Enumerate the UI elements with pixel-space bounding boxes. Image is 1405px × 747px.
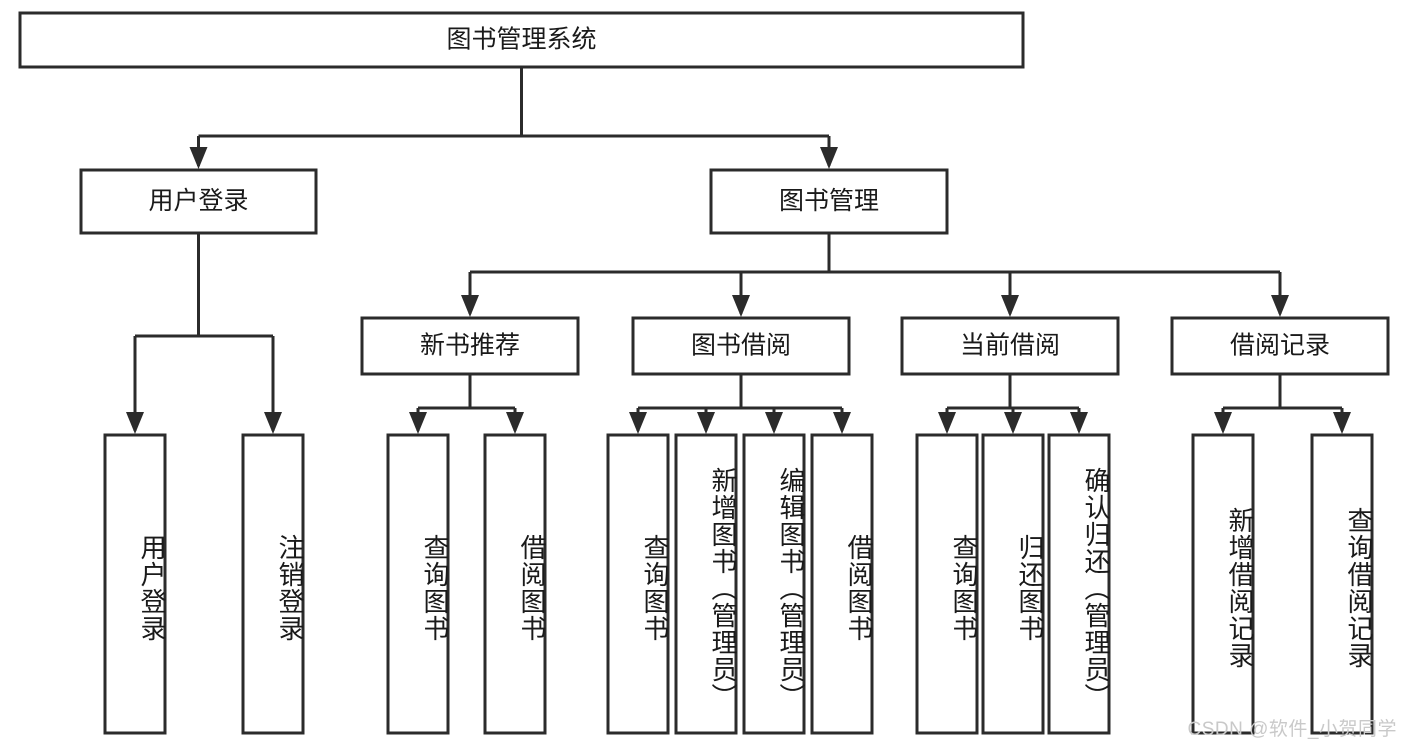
arrow-head-icon-leaf-return-book (1004, 412, 1022, 434)
node-box-leaf-borrow-book[interactable] (810, 433, 874, 735)
node-box-leaf-query-record[interactable] (1310, 433, 1374, 735)
connector-layer (126, 67, 1351, 434)
csdn-watermark: CSDN @软件_小贺同学 (1187, 719, 1397, 740)
node-box-leaf-confirm-return[interactable] (1047, 433, 1111, 735)
arrow-head-icon-leaf-user-login (126, 412, 144, 434)
node-box-layer (18, 11, 1390, 735)
arrow-head-icon-leaf-add-record (1214, 412, 1232, 434)
node-label-user-login: 用户登录 (148, 187, 248, 215)
arrow-head-icon-new-book-rec (461, 295, 479, 317)
arrow-head-icon-borrow-record (1271, 295, 1289, 317)
node-box-borrow-record[interactable] (1170, 316, 1390, 376)
arrow-head-icon-leaf-add-book (697, 412, 715, 434)
node-label-book-borrow: 图书借阅 (691, 332, 791, 360)
arrow-head-icon-leaf-confirm-return (1070, 412, 1088, 434)
arrow-head-icon-leaf-query-book (629, 412, 647, 434)
node-box-book-manage[interactable] (709, 168, 949, 235)
node-label-current-borrow: 当前借阅 (960, 332, 1060, 360)
node-box-root[interactable] (18, 11, 1025, 69)
arrow-head-icon-leaf-query-record (1333, 412, 1351, 434)
arrow-head-icon-user-login (189, 147, 208, 169)
arrow-head-icon-leaf-borrow-book (833, 412, 851, 434)
node-box-new-book-rec[interactable] (360, 316, 580, 376)
node-box-leaf-logout[interactable] (241, 433, 305, 735)
arrow-head-icon-leaf-edit-book (765, 412, 783, 434)
node-box-current-borrow[interactable] (900, 316, 1120, 376)
node-box-leaf-add-book[interactable] (674, 433, 738, 735)
arrow-head-icon-leaf-borrow-book-rec (506, 412, 524, 434)
arrow-head-icon-book-borrow (732, 295, 750, 317)
node-label-borrow-record: 借阅记录 (1230, 332, 1330, 360)
arrow-head-icon-leaf-query-book-cur (938, 412, 956, 434)
arrow-head-icon-current-borrow (1001, 295, 1019, 317)
arrow-head-icon-book-manage (820, 147, 838, 169)
node-box-leaf-return-book[interactable] (981, 433, 1045, 735)
node-box-leaf-edit-book[interactable] (742, 433, 806, 735)
arrow-head-icon-leaf-logout (264, 412, 282, 434)
node-box-leaf-query-book-rec[interactable] (386, 433, 450, 735)
node-box-book-borrow[interactable] (631, 316, 851, 376)
node-box-leaf-add-record[interactable] (1191, 433, 1255, 735)
node-box-user-login[interactable] (79, 168, 318, 235)
node-label-root: 图书管理系统 (446, 26, 596, 54)
node-box-leaf-user-login[interactable] (103, 433, 167, 735)
node-box-leaf-query-book[interactable] (606, 433, 670, 735)
node-label-new-book-rec: 新书推荐 (420, 332, 520, 360)
node-label-book-manage: 图书管理 (779, 187, 879, 215)
node-box-leaf-query-book-cur[interactable] (915, 433, 979, 735)
arrow-head-icon-leaf-query-book-rec (409, 412, 427, 434)
node-box-leaf-borrow-book-rec[interactable] (483, 433, 547, 735)
